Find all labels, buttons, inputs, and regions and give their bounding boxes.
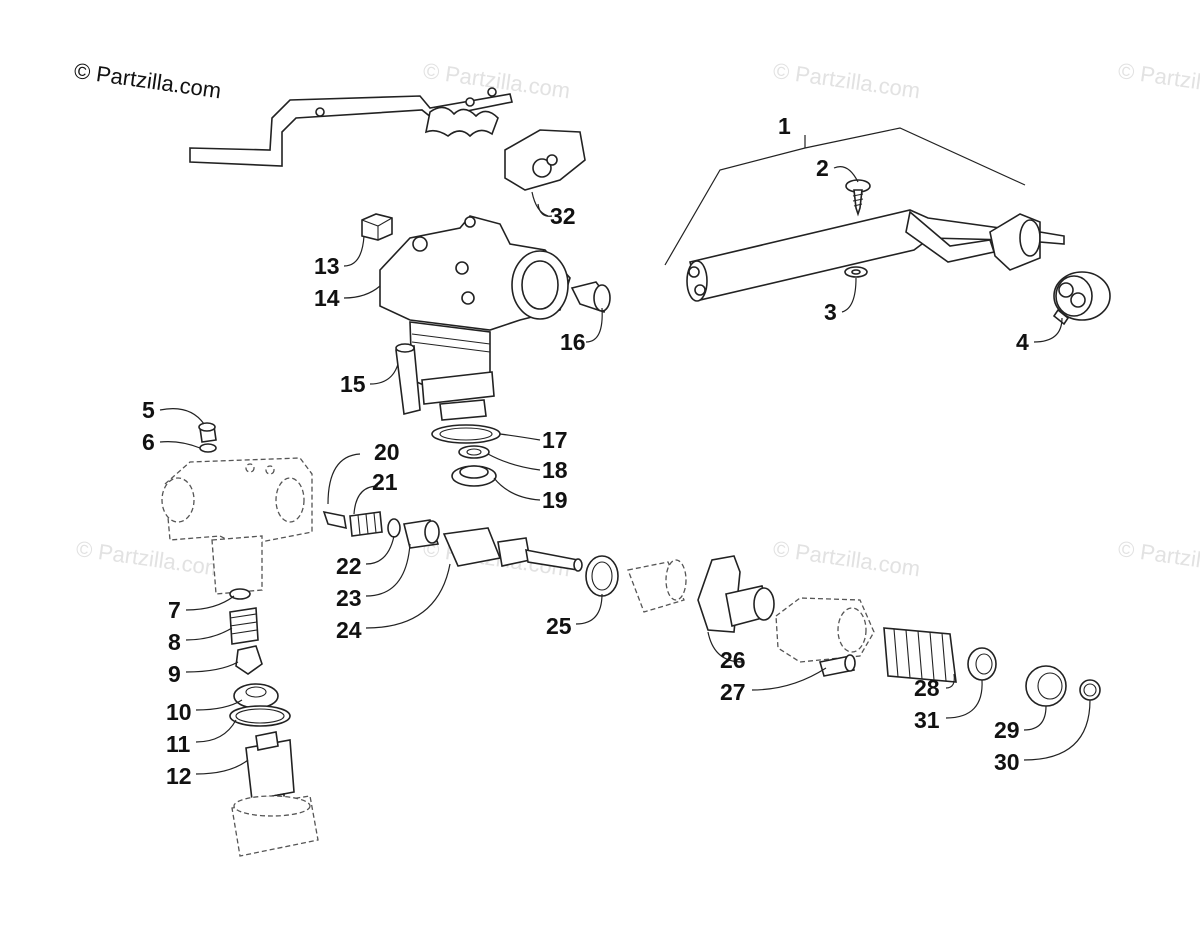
- part-20-cone: [322, 510, 347, 530]
- part-31-bushing: [967, 647, 997, 681]
- callout-31: 31: [914, 707, 940, 733]
- part-16-plug: [570, 281, 611, 314]
- part-19-seal: [451, 465, 497, 487]
- part-26-sleeve: [697, 555, 775, 633]
- callout-11: 11: [166, 731, 191, 757]
- left-pump-housing-reference: [161, 457, 313, 595]
- callout-20: 20: [374, 439, 400, 465]
- callout-18: 18: [542, 457, 568, 483]
- part-6-washer: [199, 443, 217, 453]
- part-9-valve: [235, 645, 263, 675]
- part-17-gasket: [431, 424, 501, 444]
- callout-3: 3: [824, 299, 837, 325]
- part-18-washer: [458, 445, 490, 459]
- callout-16: 16: [560, 329, 586, 355]
- callout-12: 12: [166, 763, 192, 789]
- callout-4: 4: [1016, 329, 1029, 355]
- callout-15: 15: [340, 371, 366, 397]
- part-14-pump-body: [379, 215, 571, 421]
- part-15-pin: [395, 343, 421, 415]
- callout-22: 22: [336, 553, 362, 579]
- callout-13: 13: [314, 253, 340, 279]
- part-22-washer: [387, 518, 401, 538]
- part-7-washer: [229, 588, 251, 600]
- part-10-seat: [233, 683, 279, 709]
- callouts: 1 2 3 4 5 6 7 8 9 10 11 12 13 14 15 16 1…: [142, 113, 1029, 789]
- callout-5: 5: [142, 397, 155, 423]
- callout-28: 28: [914, 675, 940, 701]
- part-32-bracket: [504, 129, 586, 217]
- callout-14: 14: [314, 285, 340, 311]
- part-25-o-ring: [585, 555, 619, 597]
- part-21-spring: [349, 511, 383, 537]
- part-5-plug: [198, 422, 217, 443]
- part-28-spring: [883, 627, 957, 683]
- sleeve-reference: [627, 559, 687, 613]
- leader-lines: [159, 166, 1091, 775]
- part-13-nut: [361, 213, 393, 241]
- lower-housing-reference: [231, 795, 319, 857]
- callout-21: 21: [372, 469, 398, 495]
- callout-8: 8: [168, 629, 181, 655]
- callout-30: 30: [994, 749, 1020, 775]
- part-27-screw: [818, 654, 856, 677]
- callout-2: 2: [816, 155, 829, 181]
- callout-6: 6: [142, 429, 155, 455]
- callout-23: 23: [336, 585, 362, 611]
- part-30-clip: [1079, 679, 1101, 701]
- callout-26: 26: [720, 647, 746, 673]
- callout-29: 29: [994, 717, 1020, 743]
- callout-32: 32: [550, 203, 576, 229]
- callout-24: 24: [336, 617, 362, 643]
- throttle-lever-assembly: [189, 87, 513, 167]
- part-11-o-ring: [229, 705, 291, 727]
- callout-17: 17: [542, 427, 568, 453]
- callout-1: 1: [778, 113, 791, 139]
- part-8-spring: [229, 607, 259, 645]
- part-3-washer: [844, 266, 868, 278]
- callout-27: 27: [720, 679, 746, 705]
- part-23-piston: [403, 519, 440, 549]
- callout-19: 19: [542, 487, 568, 513]
- part-1-fuel-rail: [664, 127, 1065, 302]
- part-4-regulator: [1052, 271, 1111, 326]
- callout-10: 10: [166, 699, 192, 725]
- callout-9: 9: [168, 661, 181, 687]
- part-29-collar: [1025, 665, 1067, 707]
- callout-25: 25: [546, 613, 572, 639]
- housing-reference-right: [775, 597, 875, 663]
- callout-7: 7: [168, 597, 181, 623]
- part-24-plunger: [442, 527, 583, 572]
- part-2-screw: [845, 179, 871, 217]
